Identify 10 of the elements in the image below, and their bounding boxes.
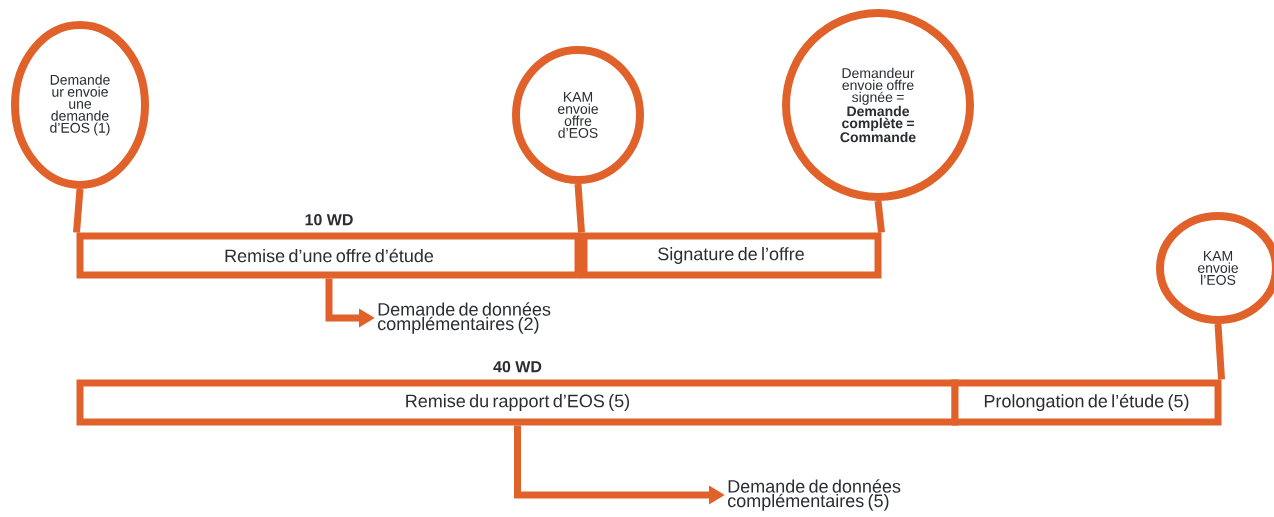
- note-text: Demande de données complémentaires (2): [377, 302, 551, 334]
- phase-bar: Remise d’une offre d’étude: [76, 232, 582, 279]
- duration-label: 40 WD: [493, 361, 542, 373]
- phase-bar: Prolongation de l’étude (5): [951, 379, 1222, 426]
- phase-bar: Signature de l’offre: [580, 232, 882, 279]
- connector: [73, 188, 84, 233]
- connector: [874, 200, 885, 233]
- duration-label: 10 WD: [305, 214, 353, 226]
- connector: [574, 183, 585, 233]
- note-text: Demande de données complémentaires (5): [728, 479, 901, 511]
